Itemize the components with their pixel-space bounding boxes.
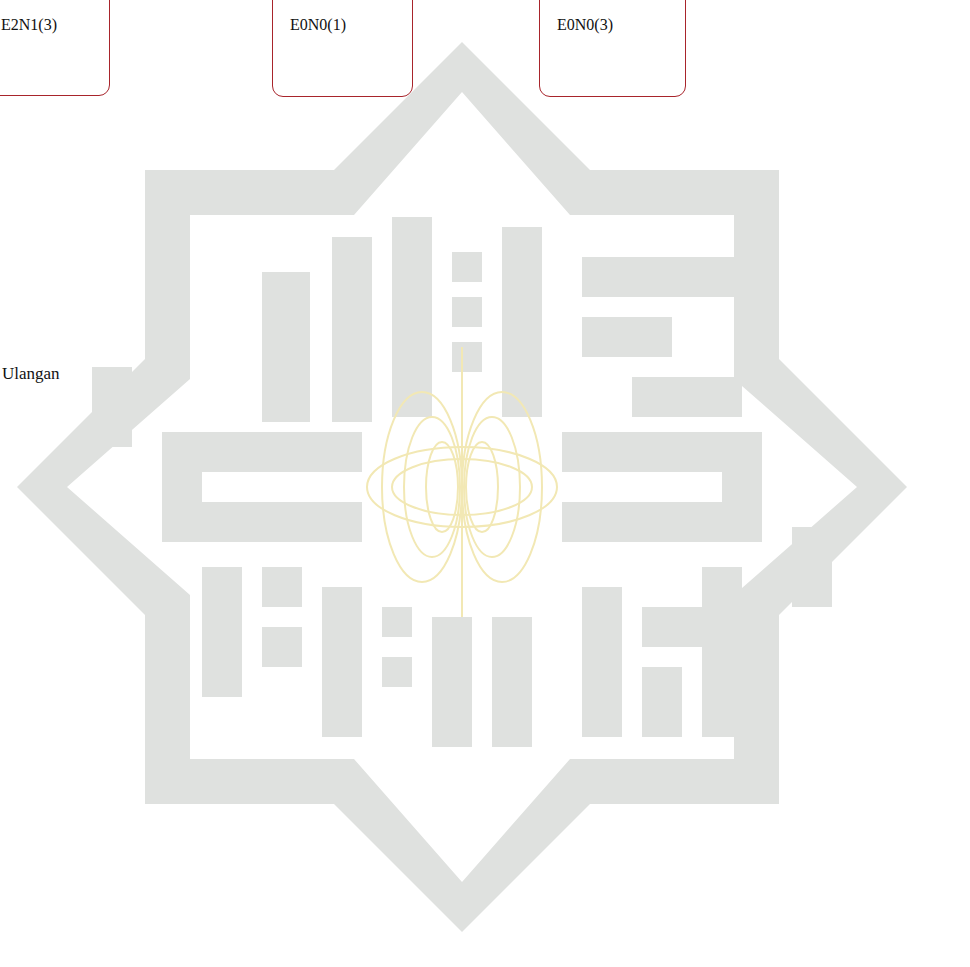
note-text: Ulangan bbox=[2, 364, 60, 384]
box-label: E2N1(3) bbox=[1, 15, 92, 34]
center-emblem bbox=[367, 347, 557, 617]
outlined-box: E0N0(1) bbox=[272, 0, 413, 97]
box-label: E0N0(1) bbox=[290, 15, 395, 34]
box-label: E0N0(3) bbox=[557, 15, 668, 34]
outlined-box: E0N0(3) bbox=[539, 0, 686, 97]
outlined-box: E2N1(3) bbox=[0, 0, 110, 96]
watermark-star bbox=[17, 42, 907, 932]
